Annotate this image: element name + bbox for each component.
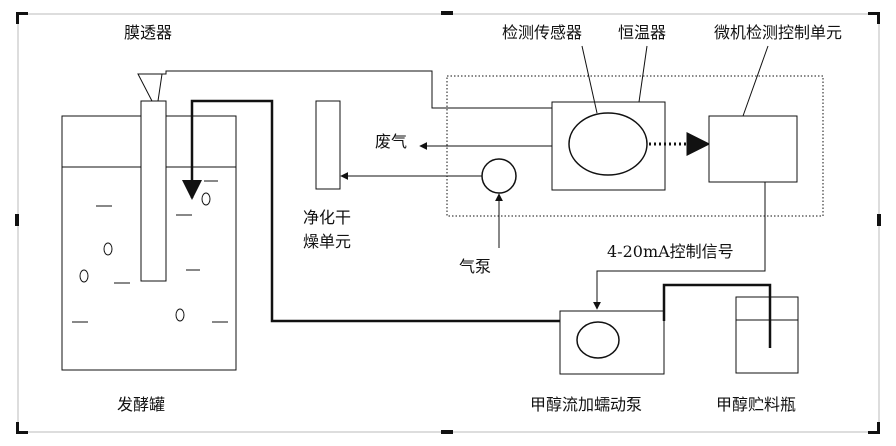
air-pump-circle [481,158,517,194]
sensor-ellipse [568,112,648,176]
bubbles [79,192,211,322]
control-signal-line [593,182,766,310]
label-leaders [581,45,769,117]
selection-handles[interactable] [15,11,881,434]
methanol-feed-line [182,99,560,323]
purifier-dryer [315,100,341,190]
gas-line-to-sensor [157,70,577,129]
purifier-label: 净化干燥单元 [303,208,352,251]
microcontroller-label: 微机检测控制单元 [714,23,843,42]
methanol-supply-line [662,283,772,348]
storage-bottle-label: 甲醇贮料瓶 [716,395,797,414]
microcontroller-box [708,115,798,183]
exhaust-label: 废气 [375,132,408,151]
storage-bottle [735,296,799,374]
liquid-dashes [72,180,228,323]
fermenter-label: 发酵罐 [117,395,166,414]
sensor-label: 检测传感器 [502,23,583,42]
peristaltic-pump-rotor [576,321,620,359]
membrane-label: 膜透器 [124,23,173,42]
dotted-enclosure [446,75,824,217]
membrane-permeator [140,100,167,282]
thermostat-label: 恒温器 [618,23,667,42]
peristaltic-pump-label: 甲醇流加蠕动泵 [530,395,643,414]
air-pump-label: 气泵 [459,257,492,276]
control-signal-label: 4-20mA控制信号 [607,242,734,261]
membrane-leader [137,73,162,102]
